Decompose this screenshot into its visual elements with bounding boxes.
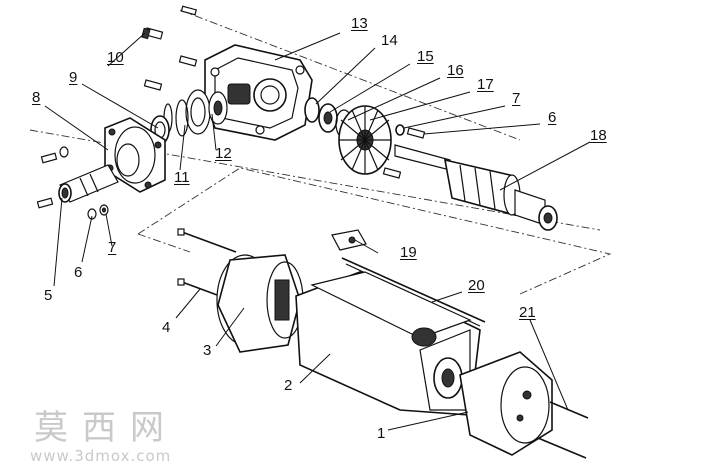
callout-1: 1	[377, 425, 386, 442]
callout-9: 9	[69, 69, 78, 86]
callout-15: 15	[417, 48, 434, 65]
callout-12: 12	[215, 145, 232, 162]
part-end-cap-1	[459, 351, 553, 456]
callout-4: 4	[162, 319, 171, 336]
part-gear-housing-13	[204, 44, 313, 141]
callout-11: 11	[174, 169, 190, 186]
callout-20: 20	[468, 277, 485, 294]
callout-3: 3	[203, 342, 212, 359]
callout-13: 13	[351, 15, 368, 32]
callout-18: 18	[590, 127, 607, 144]
callout-6a: 6	[74, 264, 83, 281]
callout-6b: 6	[548, 109, 557, 126]
callout-17: 17	[477, 76, 494, 93]
part-brush-19	[331, 229, 367, 251]
callout-10: 10	[107, 49, 124, 66]
part-fan-16	[338, 105, 392, 175]
callout-2: 2	[284, 377, 293, 394]
part-screw-10	[141, 5, 198, 91]
watermark-url: www.3dmox.com	[30, 447, 172, 465]
callout-7b: 7	[512, 90, 521, 107]
callout-21: 21	[519, 304, 536, 321]
callout-8: 8	[32, 89, 41, 106]
callout-16: 16	[447, 62, 464, 79]
part-motor-housing-2	[295, 271, 481, 416]
callout-14: 14	[381, 32, 398, 49]
callout-7a: 7	[108, 239, 117, 256]
part-armature-18	[394, 144, 558, 231]
watermark-logo-text: 莫西网	[34, 408, 178, 448]
callout-5: 5	[44, 287, 53, 304]
part-stator-3	[216, 254, 304, 353]
part-small-screws	[36, 146, 109, 220]
leader-lines	[44, 32, 591, 431]
part-collet-5	[58, 164, 119, 203]
callout-19: 19	[400, 244, 417, 261]
part-screws-21	[537, 401, 589, 459]
part-washers-6-7	[382, 124, 426, 179]
